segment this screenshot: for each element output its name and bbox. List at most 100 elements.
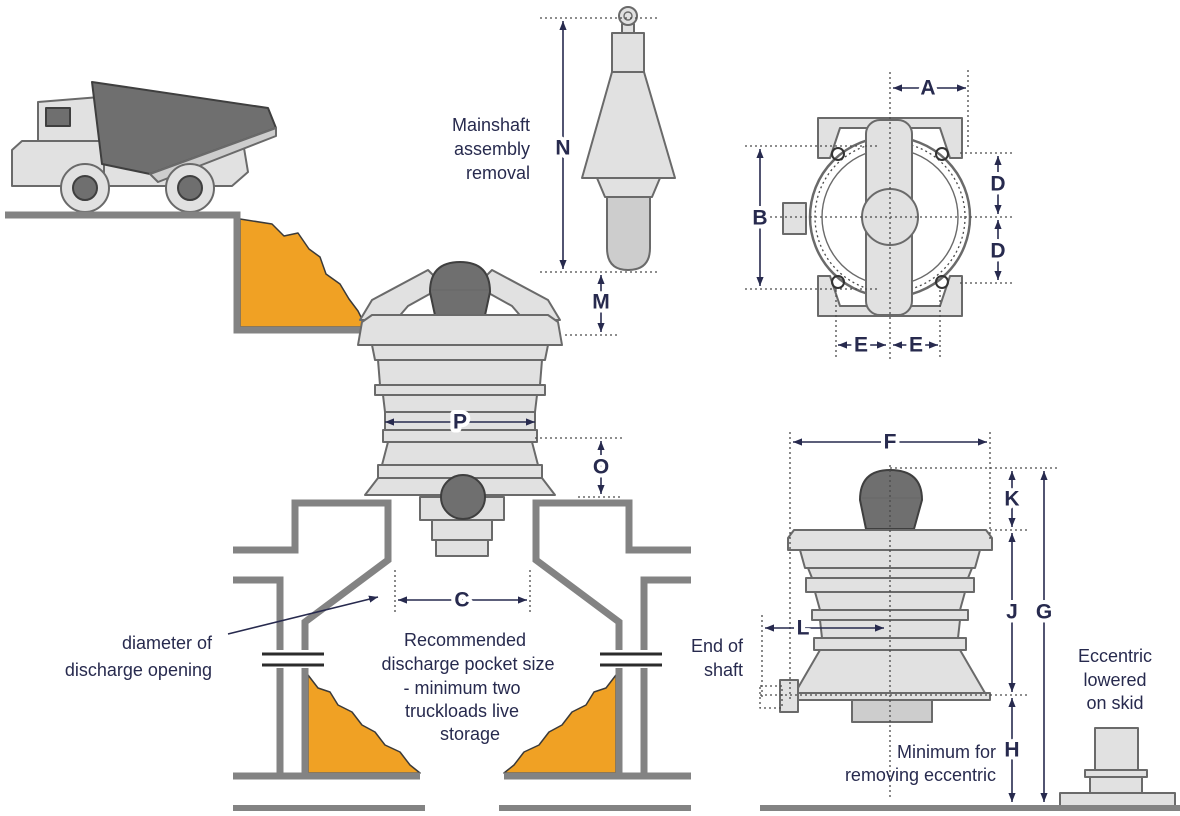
foundation-column-left [233, 576, 284, 650]
discharge-pocket-note-line-3: - minimum two [403, 678, 520, 698]
dump-truck [11, 81, 277, 213]
mainshaft-lifting-eye [618, 6, 638, 26]
dimension-e: E E [835, 290, 941, 361]
dimension-p-label: P [453, 411, 467, 434]
dimension-o-label: O [593, 456, 609, 479]
discharge-pocket-note-line-4: truckloads live [405, 701, 519, 721]
foundation-column-right [640, 576, 691, 650]
dimension-a: A [893, 70, 969, 150]
discharge-opening-note-line-1: diameter of [122, 633, 213, 653]
foundation-structure [233, 499, 691, 811]
crusher-plan-view [750, 72, 1012, 362]
eccentric-upper-body [1094, 727, 1139, 771]
crusher-band-3 [382, 429, 538, 443]
eccentric-on-skid-note-line-3: on skid [1086, 693, 1143, 713]
truck-rear-wheel-hub [177, 175, 203, 201]
crusher-tier-3 [382, 394, 538, 413]
dimension-l: L [761, 613, 884, 700]
dimension-j-label: J [1006, 601, 1018, 624]
mainshaft-collar [596, 177, 661, 198]
dimension-n: N [540, 17, 660, 269]
dimension-c-label: C [454, 589, 469, 612]
mainshaft-removal-note-line-3: removal [466, 163, 530, 183]
dimension-k: K [890, 467, 1060, 531]
crusher-tier-2 [377, 359, 543, 386]
dimension-n-label: N [555, 137, 570, 160]
end-of-shaft-note-line-2: shaft [704, 660, 743, 680]
dimension-a-label: A [920, 77, 935, 100]
plan-bolt-bottom-left [831, 275, 845, 289]
foundation-wall-left-upper [233, 499, 392, 650]
skid-base [1059, 792, 1176, 808]
crusher-eccentric [440, 474, 486, 520]
side-tier-1 [799, 549, 981, 569]
dimension-h: H [1000, 698, 1024, 802]
foundation-wall-right-upper [532, 499, 691, 650]
eccentric-removal-minimum-note-line-2: removing eccentric [845, 765, 996, 785]
dimension-f-label: F [884, 431, 897, 454]
ore-pile-pocket-right [503, 674, 617, 774]
discharge-opening-note-line-2: discharge opening [65, 660, 212, 680]
dimension-d-upper-label: D [990, 173, 1005, 196]
discharge-opening-pointer [227, 595, 379, 635]
end-of-shaft-note-line-1: End of [691, 636, 744, 656]
dimension-h-label: H [1004, 739, 1019, 762]
dimension-o: O [535, 437, 622, 498]
crusher-tier-1 [371, 344, 549, 361]
dimension-f: F [789, 427, 991, 700]
plan-bolt-top-left [831, 147, 845, 161]
dimension-g: G [1032, 471, 1056, 802]
crusher-band-1 [374, 384, 546, 396]
dimension-l-label: L [797, 617, 810, 640]
discharge-pocket-note-line-1: Recommended [404, 630, 526, 650]
dimension-m: M [540, 271, 660, 336]
truck-front-wheel-hub [72, 175, 98, 201]
dimension-g-label: G [1036, 601, 1052, 624]
dimension-p: P [385, 407, 535, 438]
mainshaft-removal-note-line-2: assembly [454, 139, 530, 159]
eccentric-on-skid-note-line-1: Eccentric [1078, 646, 1152, 666]
mainshaft-mantle-cone [581, 71, 676, 179]
discharge-pocket-note-line-5: storage [440, 724, 500, 744]
mainshaft-removal-note-line-1: Mainshaft [452, 115, 530, 135]
eccentric-removal-minimum-note: Minimum for removing eccentric [845, 742, 996, 785]
side-band-3 [813, 637, 967, 651]
mainshaft-lifting-eye-hole [623, 11, 633, 21]
mainshaft-top-block [611, 32, 645, 73]
dimension-d: D D [960, 152, 1012, 284]
plan-drive-housing [782, 202, 807, 235]
cone-crusher-installed [357, 261, 563, 557]
crusher-top-rim [357, 314, 563, 346]
dimension-j: J [1002, 533, 1022, 692]
dimension-b: B [745, 145, 880, 290]
side-eccentric-housing [851, 699, 933, 723]
crusher-lower-housing [431, 519, 493, 541]
truck-cab-window [45, 107, 71, 127]
dimension-k-label: K [1004, 488, 1019, 511]
plan-bolt-top-right [935, 147, 949, 161]
mainshaft-removal-note: Mainshaft assembly removal [452, 115, 530, 183]
plan-bolt-bottom-right [935, 275, 949, 289]
eccentric-on-skid [1059, 727, 1176, 808]
end-of-shaft-note: End of shaft [691, 636, 744, 680]
crusher-drive-flange [435, 539, 489, 557]
ore-pile-ledge [239, 218, 367, 328]
dimension-d-lower-label: D [990, 240, 1005, 263]
eccentric-on-skid-note: Eccentric lowered on skid [1078, 646, 1152, 713]
dimension-e-left-label: E [854, 334, 868, 357]
dimension-e-right-label: E [909, 334, 923, 357]
side-shaft-stub [779, 679, 799, 713]
discharge-opening-callout: diameter of discharge opening [65, 595, 379, 680]
eccentric-removal-minimum-note-line-1: Minimum for [897, 742, 996, 762]
dimension-m-label: M [592, 291, 610, 314]
crusher-tier-4 [381, 441, 539, 466]
crusher-head [429, 261, 491, 321]
mainshaft-assembly [581, 6, 676, 271]
discharge-pocket-note: Recommended discharge pocket size - mini… [381, 630, 554, 744]
truck-dump-bed [91, 81, 277, 175]
crusher-side-view [759, 465, 1030, 800]
dimension-c: C [394, 570, 531, 616]
plan-frame-top [817, 117, 963, 159]
side-crusher-head [859, 469, 923, 530]
